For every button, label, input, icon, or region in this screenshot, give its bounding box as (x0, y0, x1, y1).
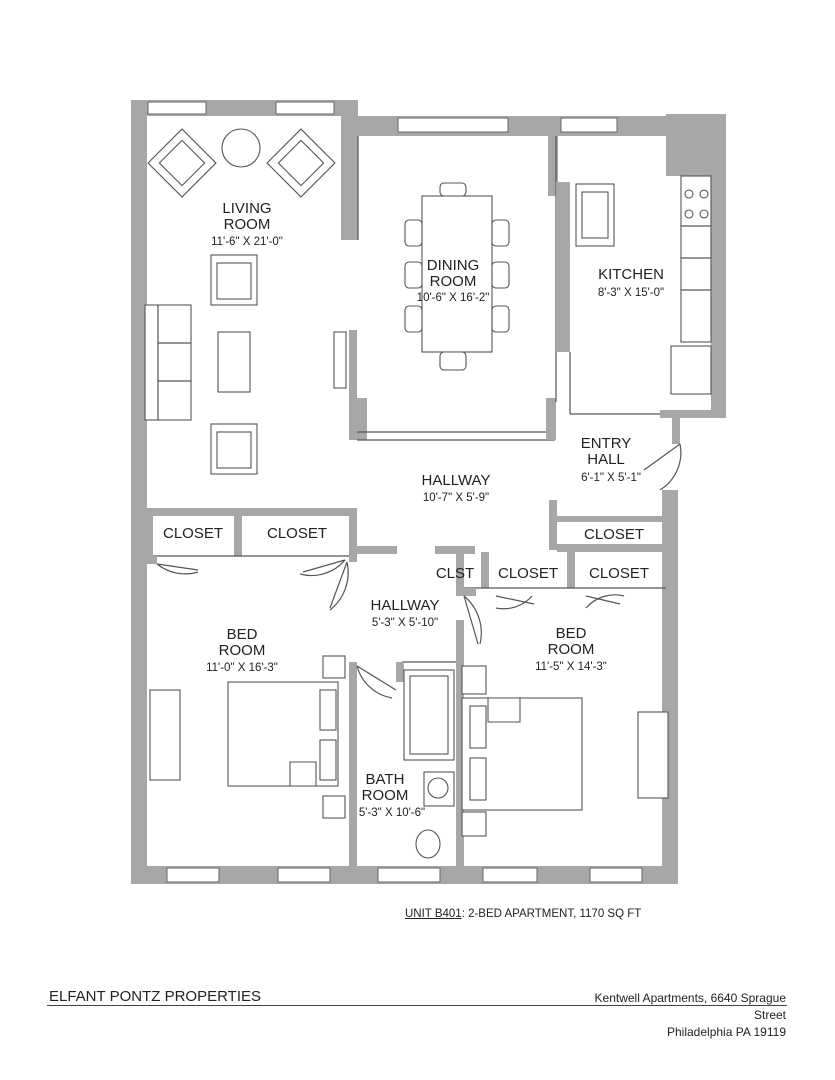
kitchen-name: KITCHEN (598, 266, 664, 283)
bedroom-left-name: BED (227, 626, 258, 643)
closet-label-3: CLOSET (584, 526, 644, 543)
bath-dims: 5'-3" X 10'-6" (359, 807, 425, 819)
bedroom-right-name: BED (556, 625, 587, 642)
living-room-name-2: ROOM (224, 216, 271, 233)
closet-label-1: CLOSET (163, 525, 223, 542)
dining-room-dims: 10'-6" X 16'-2" (417, 292, 490, 304)
unit-description: UNIT B401: 2-BED APARTMENT, 1170 SQ FT (405, 908, 641, 920)
living-room-name: LIVING (222, 200, 271, 217)
bath-name: BATH (366, 771, 405, 788)
dining-furniture (404, 182, 510, 371)
unit-details: : 2-BED APARTMENT, 1170 SQ FT (461, 908, 642, 920)
address-line-1: Kentwell Apartments, 6640 Sprague (594, 991, 786, 1005)
address-line-2: Street (753, 1008, 786, 1022)
hallway-main-name: HALLWAY (422, 472, 491, 489)
closet-label-5: CLOSET (589, 565, 649, 582)
interior-walls (131, 136, 726, 866)
property-address: Kentwell Apartments, 6640 Sprague Street… (546, 990, 786, 1041)
windows (147, 101, 643, 883)
bath-fixtures (403, 669, 455, 859)
kitchen-fixtures (575, 175, 712, 395)
door-swings (156, 443, 682, 699)
bedroom-left-dims: 11'-0" X 16'-3" (206, 662, 278, 674)
bedroom-right-dims: 11'-5" X 14'-3" (535, 661, 607, 673)
clst-label: CLST (436, 565, 474, 582)
closet-labels: CLOSET CLOSET CLOSET CLST CLOSET CLOSET (163, 525, 649, 582)
closet-label-2: CLOSET (267, 525, 327, 542)
company-name: ELFANT PONTZ PROPERTIES (49, 988, 261, 1005)
hallway-main-dims: 10'-7" X 5'-9" (423, 492, 489, 504)
dining-room-name: DINING (427, 257, 480, 274)
bath-name-2: ROOM (362, 787, 409, 804)
hallway-small-name: HALLWAY (371, 597, 440, 614)
kitchen-dims: 8'-3" X 15'-0" (598, 287, 664, 299)
living-room-dims: 11'-6" X 21'-0" (211, 236, 283, 248)
entry-hall-name-2: HALL (587, 451, 625, 468)
living-furniture (144, 128, 347, 475)
dining-room-name-2: ROOM (430, 273, 477, 290)
bedroom-left-name-2: ROOM (219, 642, 266, 659)
address-line-3: Philadelphia PA 19119 (667, 1025, 786, 1039)
entry-hall-name: ENTRY (581, 435, 632, 452)
unit-code: UNIT B401 (405, 908, 462, 920)
closet-label-4: CLOSET (498, 565, 558, 582)
bedroom-left-furniture (149, 655, 346, 819)
hallway-small-dims: 5'-3" X 5'-10" (372, 617, 438, 629)
room-labels: LIVING ROOM 11'-6" X 21'-0" DINING ROOM … (206, 200, 664, 819)
bedroom-right-furniture (461, 665, 669, 837)
bedroom-right-name-2: ROOM (548, 641, 595, 658)
footer-divider (47, 1005, 787, 1006)
entry-hall-dims: 6'-1" X 5'-1" (581, 472, 641, 484)
